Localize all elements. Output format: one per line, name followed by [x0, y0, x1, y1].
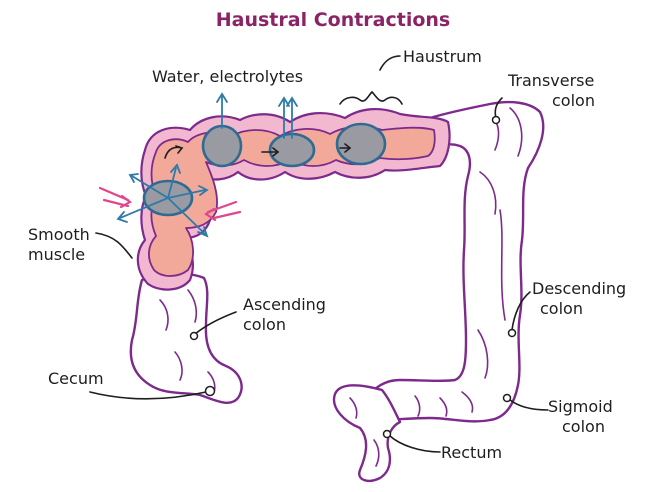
label-descending-line1: Descending — [532, 279, 626, 298]
label-sigmoid-line2: colon — [562, 417, 605, 436]
label-ascending-line1: Ascending — [243, 295, 326, 314]
label-haustrum: Haustrum — [403, 47, 482, 66]
label-cecum: Cecum — [48, 369, 104, 388]
label-transverse-line2: colon — [552, 91, 595, 110]
label-ascending-line2: colon — [243, 315, 286, 334]
label-descending-line2: colon — [540, 299, 583, 318]
diagram-title: Haustral Contractions — [216, 9, 451, 31]
label-transverse-line1: Transverse — [507, 71, 594, 90]
label-sigmoid-line1: Sigmoid — [548, 397, 613, 416]
feces-mass-1 — [203, 126, 241, 166]
label-water-electrolytes: Water, electrolytes — [152, 67, 303, 86]
haustrum-leader — [380, 56, 400, 70]
label-smooth-line2: muscle — [28, 245, 85, 264]
label-rectum: Rectum — [441, 443, 502, 462]
haustrum-brace — [340, 92, 402, 104]
ascending-colon — [131, 274, 242, 403]
label-smooth-line1: Smooth — [28, 225, 90, 244]
